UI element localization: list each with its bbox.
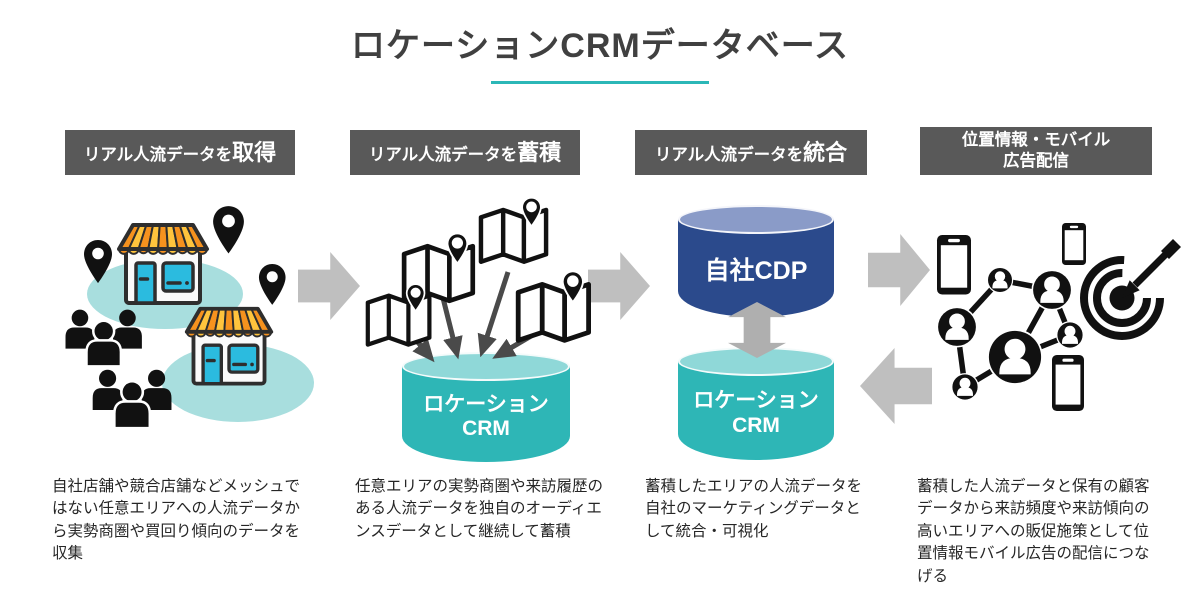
map-pin-icon [213, 206, 244, 254]
header-line1: 位置情報・モバイル [961, 130, 1111, 149]
title-underline [491, 81, 709, 84]
network-person-node-icon [987, 329, 1043, 385]
header-text: リアル人流データを [368, 146, 518, 164]
cylinder-label-text: 自社CDP [704, 256, 808, 285]
storefront-icon [184, 306, 274, 386]
company-cdp-cylinder: 自社CDP [678, 205, 834, 317]
data-flow-arrow [440, 297, 463, 360]
header-text: リアル人流データを [654, 146, 804, 164]
maps-to-database-illustration [345, 190, 610, 363]
cylinder-top [678, 205, 834, 234]
cylinder-body [402, 366, 570, 462]
network-person-node-icon [986, 266, 1014, 294]
folded-map-icon [518, 272, 588, 340]
smartphone-icon [937, 235, 971, 295]
cylinder-label-line2: CRM [732, 413, 780, 437]
folded-map-icon [368, 285, 430, 345]
column-header-delivery: 位置情報・モバイル広告配信 [920, 127, 1152, 175]
smartphone-icon [1052, 355, 1084, 411]
storefront-icon [117, 223, 209, 305]
data-flow-arrow [477, 271, 511, 358]
network-person-node-icon [1031, 269, 1073, 311]
phones-network-target-illustration [936, 223, 1181, 411]
column-header-integrate: リアル人流データを統合 [635, 130, 867, 175]
header-emphasis: 蓄積 [517, 140, 562, 165]
target-dart-icon [1080, 239, 1181, 340]
header-text: リアル人流データを [83, 146, 233, 164]
cylinder-body [678, 361, 834, 460]
cylinder-label: 自社CDP [678, 231, 834, 311]
network-person-node-icon [1056, 321, 1084, 349]
description-acquire: 自社店舗や競合店舗などメッシュではない任意エリアへの人流データから実勢商圏や買回… [52, 478, 301, 563]
cylinder-label: ロケーション CRM [678, 373, 834, 454]
folded-map-icon [481, 199, 546, 262]
description-integrate: 蓄積したエリアの人流データを自社のマーケティングデータとして統合・可視化 [645, 478, 863, 540]
map-pin-icon [258, 263, 286, 305]
description-delivery: 蓄積した人流データと保有の顧客データから来訪頻度や来訪傾向の高いエリアへの販促施… [917, 478, 1150, 585]
header-emphasis: 統合 [803, 140, 848, 165]
page-title: ロケーションCRMデータベース [350, 27, 850, 65]
cylinder-label-line1: ロケーション [693, 389, 819, 413]
cylinder-label-line2: CRM [462, 417, 510, 440]
storefronts-pins-people-illustration [60, 206, 314, 455]
location-crm-database-cylinder-2: ロケーション CRM [678, 347, 834, 460]
network-person-node-icon [951, 373, 979, 401]
cylinder-body [678, 219, 834, 317]
description-accumulate: 任意エリアの実勢商圏や来訪履歴のある人流データを独自のオーディエンスデータとして… [355, 478, 604, 540]
network-person-node-icon [936, 306, 978, 348]
header-line2: 広告配信 [1003, 152, 1069, 170]
people-group-icon [93, 370, 172, 427]
cylinder-label: ロケーション CRM [402, 378, 570, 456]
smartphone-icon [1062, 223, 1086, 265]
cylinder-label-line1: ロケーション [423, 392, 549, 416]
header-emphasis: 取得 [232, 140, 277, 165]
column-header-accumulate: リアル人流データを蓄積 [350, 130, 580, 175]
people-group-icon [66, 310, 142, 365]
column-header-acquire: リアル人流データを取得 [65, 130, 295, 175]
